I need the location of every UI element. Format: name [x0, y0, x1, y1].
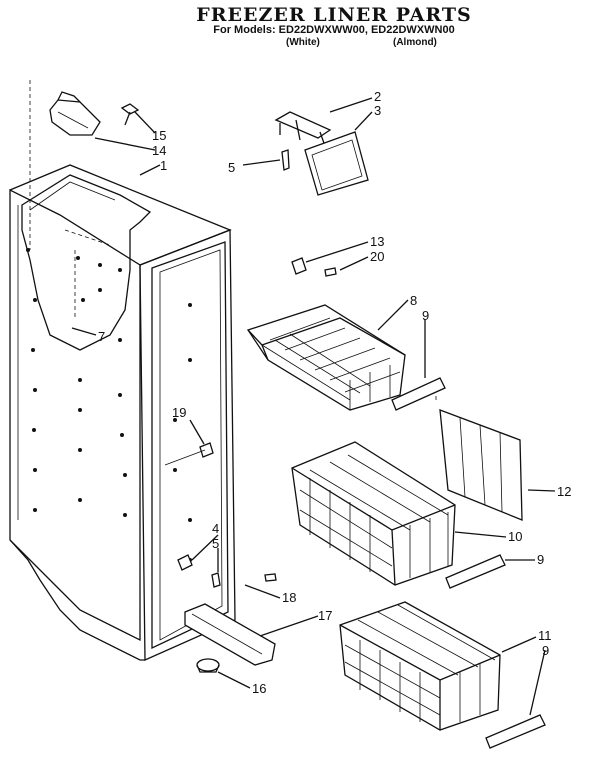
callout-numbers: 2 3 5 15 14 1 7 13 20 8 9 19 12 10 9 4 5…: [98, 89, 571, 696]
callout-5a: 5: [228, 160, 235, 175]
callout-19: 19: [172, 405, 186, 420]
hinge-bracket: [49, 91, 140, 136]
callout-9a: 9: [422, 308, 429, 323]
freezer-liner: [9, 80, 236, 661]
drawer-track-17: [184, 603, 276, 666]
light-cover-assembly: [274, 111, 369, 196]
callout-18: 18: [282, 590, 296, 605]
divider-panel-12: [435, 395, 523, 521]
callout-5b: 5: [212, 536, 219, 551]
bracket-4: [177, 554, 277, 588]
callout-12: 12: [557, 484, 571, 499]
callout-9b: 9: [537, 552, 544, 567]
callout-9c: 9: [542, 643, 549, 658]
callout-3: 3: [374, 103, 381, 118]
wire-basket-10: [291, 441, 456, 586]
callout-7: 7: [98, 329, 105, 344]
model-numbers: For Models: ED22DWXWW00, ED22DWXWN00: [213, 24, 455, 36]
diagram-title: FREEZER LINER PARTS: [196, 4, 472, 26]
clip-13: [291, 257, 337, 277]
callout-16: 16: [252, 681, 266, 696]
callout-1: 1: [160, 158, 167, 173]
clip-19: [164, 442, 214, 466]
callout-17: 17: [318, 608, 332, 623]
callout-20: 20: [370, 249, 384, 264]
drawer-slide-9a: [391, 377, 446, 411]
callout-14: 14: [152, 143, 166, 158]
drawer-slide-9b: [445, 554, 506, 589]
leader-lines: [71, 97, 556, 716]
callout-2: 2: [374, 89, 381, 104]
callout-4: 4: [212, 521, 219, 536]
wire-basket-8: [246, 304, 406, 411]
callout-15: 15: [152, 128, 166, 143]
callout-10: 10: [508, 529, 522, 544]
wire-basket-11: [339, 601, 501, 731]
drawer-slide-9c: [485, 714, 546, 749]
callout-13: 13: [370, 234, 384, 249]
variant-almond-label: (Almond): [393, 37, 437, 48]
callout-11: 11: [538, 628, 552, 643]
variant-white-label: (White): [286, 37, 320, 48]
foot-16: [196, 658, 220, 673]
callout-8: 8: [410, 293, 417, 308]
